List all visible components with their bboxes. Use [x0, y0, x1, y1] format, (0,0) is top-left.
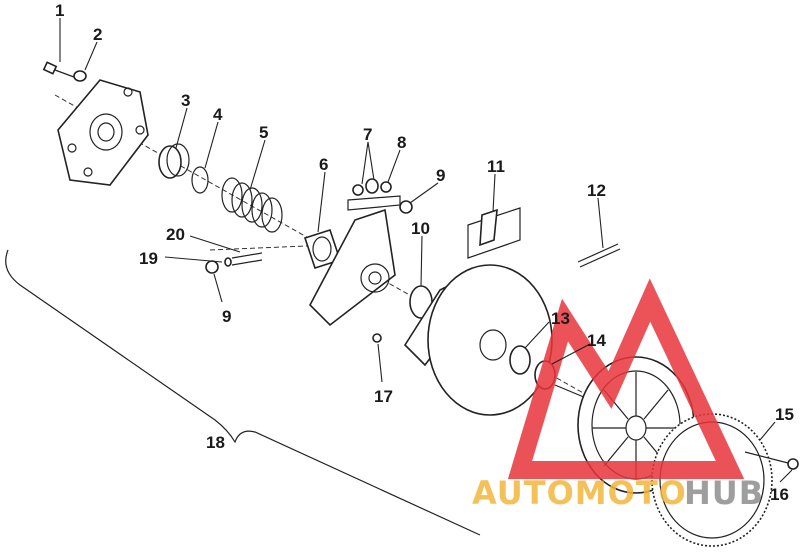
- callout-5: 5: [259, 123, 268, 142]
- callout-12: 12: [587, 181, 606, 200]
- bushing-part: [158, 143, 190, 179]
- callout-20: 20: [166, 225, 185, 244]
- watermark-word-left: AUTOMOTO: [472, 474, 687, 512]
- callout-4: 4: [213, 105, 223, 124]
- callout-13: 13: [551, 309, 570, 328]
- callout-6: 6: [319, 155, 328, 174]
- callout-16: 16: [770, 485, 789, 504]
- callout-11: 11: [487, 157, 505, 176]
- callout-7: 7: [363, 125, 372, 144]
- snap-ring-part: [191, 166, 209, 194]
- washer-part: [73, 70, 87, 82]
- callout-labels: 1 2 3 4 5 6 7 8 9 9 10 11 12 13 14 15 16…: [55, 1, 794, 504]
- callout-2: 2: [93, 25, 102, 44]
- group-bracket: [5, 249, 481, 536]
- watermark-logo: AUTOMOTO HUB: [472, 278, 764, 512]
- pin-roller-parts: [347, 178, 401, 211]
- callout-8: 8: [397, 133, 406, 152]
- callout-17: 17: [374, 387, 393, 406]
- ring-part: [509, 345, 531, 375]
- callout-18: 18: [206, 433, 225, 452]
- roller-part: [399, 200, 413, 214]
- cover-plate-part: [57, 79, 149, 186]
- callout-9-bottom: 9: [222, 307, 231, 326]
- pivot-pin-part: [205, 252, 263, 274]
- watermark-word-right: HUB: [684, 474, 764, 512]
- callout-14: 14: [587, 331, 606, 350]
- dowel-part: [372, 333, 382, 343]
- callout-10: 10: [411, 219, 430, 238]
- weight-arm-part: [309, 208, 396, 327]
- callout-9-top: 9: [436, 166, 445, 185]
- callout-15: 15: [775, 405, 794, 424]
- callout-3: 3: [181, 91, 190, 110]
- callout-1: 1: [55, 1, 64, 20]
- gear-screw-part: [744, 451, 799, 470]
- spring-part: [221, 177, 283, 233]
- long-pin-part: [577, 243, 621, 268]
- tab-bracket-part: [467, 207, 521, 259]
- leader-lines: [59, 18, 793, 483]
- moveable-sheave-part: [403, 264, 553, 416]
- callout-19: 19: [139, 249, 158, 268]
